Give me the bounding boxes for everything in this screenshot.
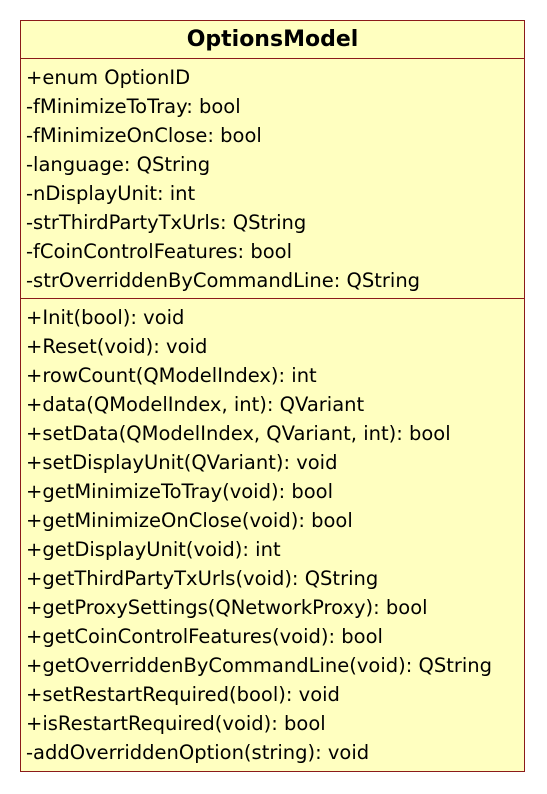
- class-name: OptionsModel: [21, 21, 524, 59]
- operation: -addOverriddenOption(string): void: [26, 741, 370, 764]
- attribute: -strOverriddenByCommandLine: QString: [26, 269, 421, 292]
- attribute: -fCoinControlFeatures: bool: [26, 240, 292, 263]
- operation: +getCoinControlFeatures(void): bool: [26, 625, 383, 648]
- operation: +getOverriddenByCommandLine(void): QStri…: [26, 654, 493, 677]
- operation: +setDisplayUnit(QVariant): void: [26, 451, 338, 474]
- operation: +setRestartRequired(bool): void: [26, 683, 340, 706]
- operation: +getMinimizeToTray(void): bool: [26, 480, 334, 503]
- attribute: -fMinimizeToTray: bool: [26, 95, 241, 118]
- operation: +setData(QModelIndex, QVariant, int): bo…: [26, 422, 451, 445]
- attribute: -nDisplayUnit: int: [26, 182, 196, 205]
- operation: +data(QModelIndex, int): QVariant: [26, 393, 365, 416]
- operation: +getMinimizeOnClose(void): bool: [26, 509, 353, 532]
- attributes-section: +enum OptionID -fMinimizeToTray: bool -f…: [21, 59, 524, 299]
- attribute: -fMinimizeOnClose: bool: [26, 124, 262, 147]
- operation: +getDisplayUnit(void): int: [26, 538, 281, 561]
- operation: +Init(bool): void: [26, 306, 185, 329]
- attribute: -language: QString: [26, 153, 211, 176]
- operation: +rowCount(QModelIndex): int: [26, 364, 317, 387]
- attribute: -strThirdPartyTxUrls: QString: [26, 211, 307, 234]
- operations-section: +Init(bool): void +Reset(void): void +ro…: [21, 299, 524, 767]
- attribute: +enum OptionID: [26, 66, 191, 89]
- operation: +getProxySettings(QNetworkProxy): bool: [26, 596, 428, 619]
- operation: +Reset(void): void: [26, 335, 208, 358]
- operation: +isRestartRequired(void): bool: [26, 712, 326, 735]
- operation: +getThirdPartyTxUrls(void): QString: [26, 567, 379, 590]
- uml-class-box: OptionsModel +enum OptionID -fMinimizeTo…: [20, 20, 525, 772]
